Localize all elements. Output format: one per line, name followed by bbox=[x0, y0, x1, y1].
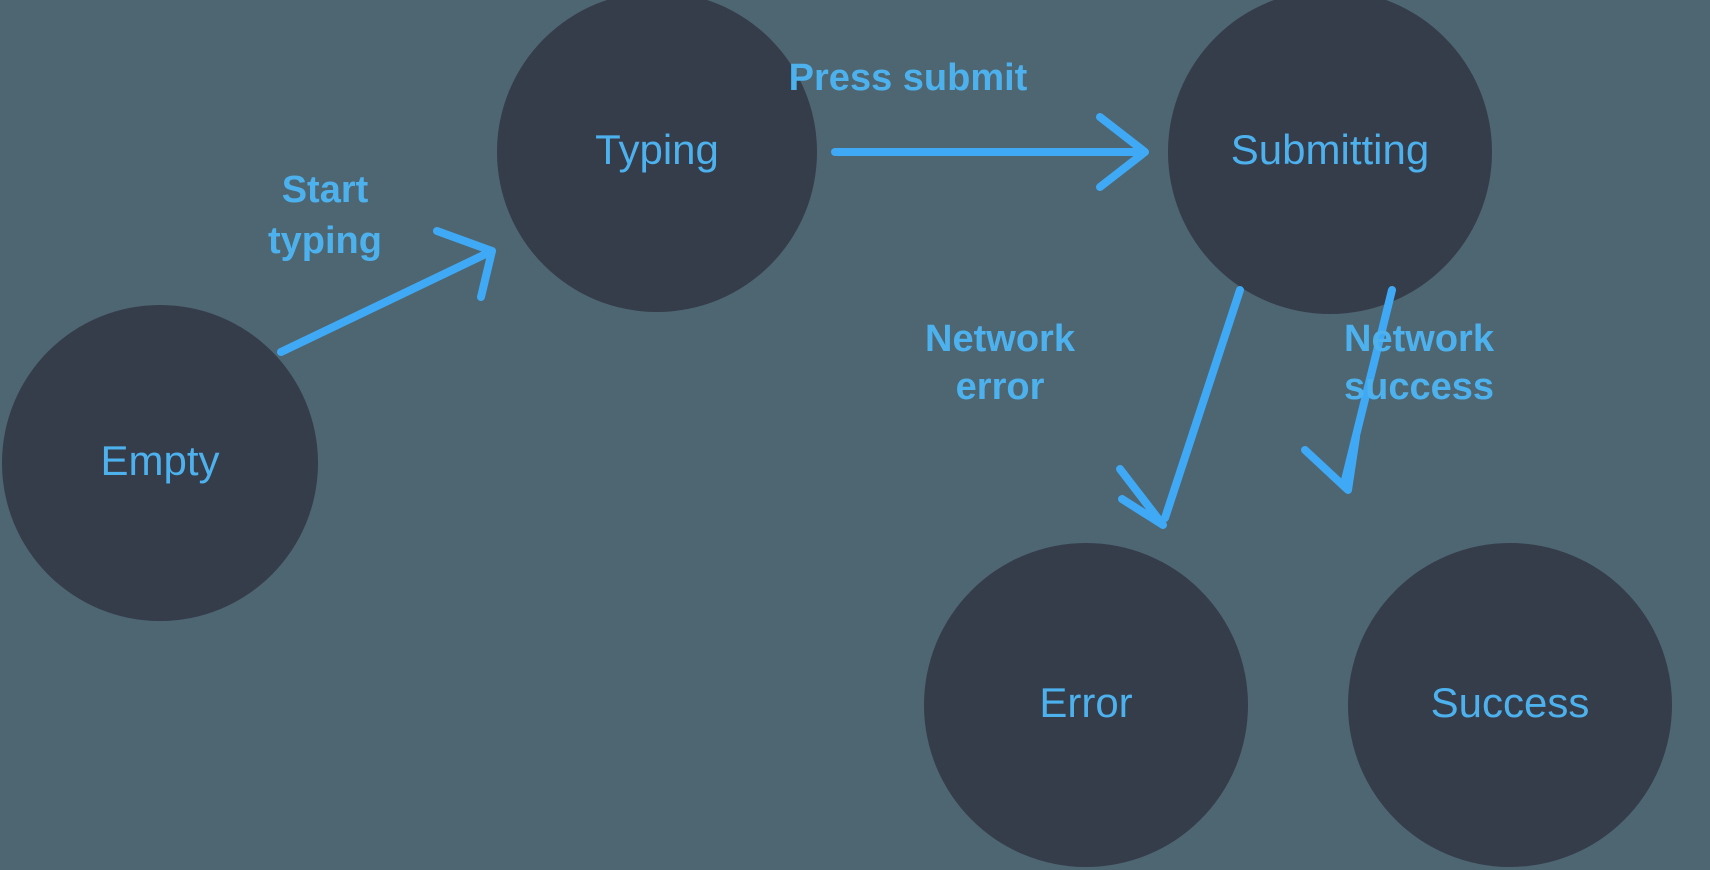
node-empty-circle[interactable] bbox=[2, 305, 318, 621]
edge-typing-to-submitting-arrowhead bbox=[1096, 113, 1149, 191]
edge-submitting-to-success-label-line-2: success bbox=[1344, 366, 1494, 408]
node-error-label: Error bbox=[1039, 679, 1132, 726]
edge-typing-to-submitting-label: Press submit bbox=[789, 57, 1028, 99]
node-typing-circle[interactable] bbox=[497, 0, 817, 312]
edge-empty-to-typing-label-line-1: Start bbox=[282, 169, 369, 211]
node-submitting-circle[interactable] bbox=[1168, 0, 1492, 314]
node-typing[interactable]: Typing bbox=[497, 0, 817, 312]
edge-typing-to-submitting: Press submit bbox=[789, 57, 1149, 191]
node-submitting[interactable]: Submitting bbox=[1168, 0, 1492, 314]
edge-submitting-to-error: Network error bbox=[925, 286, 1244, 529]
node-empty[interactable]: Empty bbox=[2, 305, 318, 621]
edge-empty-to-typing: Start typing bbox=[268, 169, 496, 356]
node-success-label: Success bbox=[1431, 679, 1590, 726]
node-typing-label: Typing bbox=[595, 126, 719, 173]
edge-submitting-to-error-arrowhead bbox=[1116, 465, 1167, 529]
node-submitting-label: Submitting bbox=[1231, 126, 1429, 173]
edge-empty-to-typing-arrowhead bbox=[433, 227, 496, 301]
node-success[interactable]: Success bbox=[1348, 543, 1672, 867]
node-error[interactable]: Error bbox=[924, 543, 1248, 867]
edge-empty-to-typing-label-line-2: typing bbox=[268, 220, 382, 262]
node-error-circle[interactable] bbox=[924, 543, 1248, 867]
edge-submitting-to-error-label-line-1: Network bbox=[925, 318, 1076, 360]
edge-submitting-to-error-label-line-2: error bbox=[956, 366, 1045, 408]
edge-submitting-to-success-arrowhead bbox=[1301, 433, 1360, 494]
node-empty-label: Empty bbox=[100, 437, 219, 484]
edge-submitting-to-error-line bbox=[1161, 286, 1244, 522]
edge-submitting-to-success: Network success bbox=[1301, 286, 1495, 494]
edge-submitting-to-success-label-line-1: Network bbox=[1344, 318, 1495, 360]
node-success-circle[interactable] bbox=[1348, 543, 1672, 867]
edge-empty-to-typing-line bbox=[277, 247, 496, 356]
